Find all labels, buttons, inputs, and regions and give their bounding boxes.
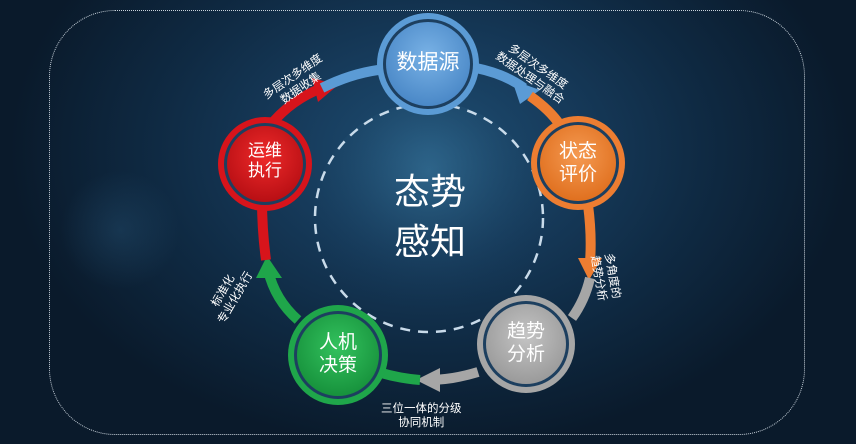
node-text-line2: 评价 (558, 162, 597, 185)
node-text-line2: 分析 (506, 342, 545, 365)
edge-label-collaboration: 三位一体的分级 协同机制 (381, 401, 462, 429)
center-glow (313, 102, 545, 334)
node-label-data-source: 数据源 (378, 50, 478, 75)
node-text-line1: 趋势 (506, 320, 545, 342)
node-text-line2: 决策 (318, 353, 357, 376)
background-glow (60, 170, 180, 290)
node-text-line1: 人机 (318, 331, 357, 353)
node-label-human-machine-decision: 人机 决策 (298, 331, 378, 377)
arrowhead-icon (578, 258, 602, 280)
edge-text-line1: 三位一体的分级 (381, 401, 462, 415)
arc-source-left (319, 65, 379, 93)
arc-trend-in (567, 276, 595, 321)
node-text-line2: 执行 (248, 161, 282, 182)
node-label-trend-analysis: 趋势 分析 (486, 320, 566, 366)
arrowhead-icon (416, 368, 440, 392)
node-text: 数据源 (396, 50, 460, 74)
center-dashed-circle (313, 102, 545, 334)
node-data-source (377, 13, 479, 115)
node-text-line1: 运维 (248, 141, 282, 161)
node-label-ops-execution: 运维 执行 (225, 141, 305, 182)
node-trend-analysis (477, 295, 575, 393)
node-human-machine-decision (288, 305, 388, 405)
center-title-line2: 感知 (393, 222, 466, 263)
center-title: 态势 感知 (368, 168, 492, 268)
dotted-frame (49, 10, 805, 435)
node-state-eval (531, 116, 625, 210)
node-text-line1: 状态 (558, 140, 597, 162)
node-label-state-eval: 状态 评价 (538, 140, 618, 186)
arrowhead-icon (512, 80, 540, 104)
edge-text-line2: 协同机制 (398, 415, 445, 429)
node-ops-execution (218, 117, 312, 211)
arc-state-to-trend (583, 204, 596, 263)
center-title-line1: 态势 (393, 172, 466, 213)
arrowhead-icon (256, 256, 282, 278)
